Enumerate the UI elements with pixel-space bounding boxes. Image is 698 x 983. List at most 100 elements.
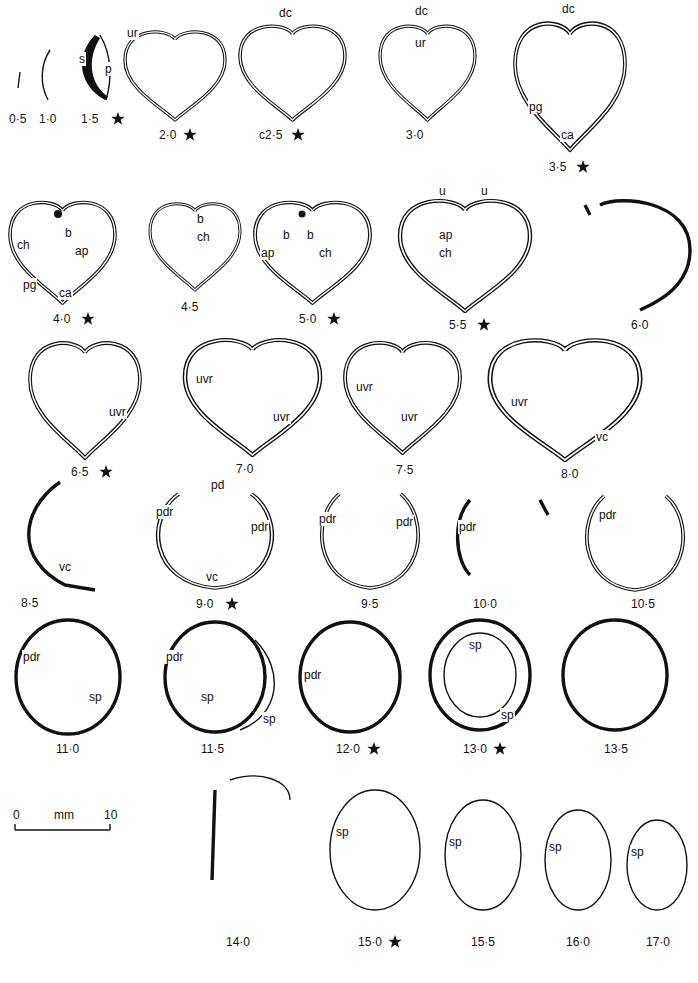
section-label: 10·0 — [472, 597, 498, 611]
section-label: pdr — [22, 650, 41, 664]
star-symbol — [327, 312, 340, 325]
section-label: sp — [262, 712, 277, 726]
section-outline — [322, 494, 418, 588]
section-outline — [445, 800, 521, 910]
star-symbol — [183, 128, 196, 141]
section-label: dc — [414, 4, 429, 18]
star-symbol — [367, 742, 380, 755]
section-outline — [240, 26, 345, 120]
section-outline — [400, 201, 530, 311]
section-label: ur — [126, 26, 139, 40]
section-label: 15·5 — [470, 935, 496, 949]
section-outline — [430, 620, 530, 730]
bulb-mark — [54, 210, 62, 218]
section-label: 4·0 — [52, 312, 71, 326]
section-label: pdr — [250, 520, 269, 534]
section-label: uvr — [272, 410, 291, 424]
section-outline — [30, 343, 140, 458]
section-label: pdr — [318, 512, 337, 526]
section-outline — [587, 496, 683, 590]
section-label: ch — [318, 246, 333, 260]
section-outline — [185, 340, 320, 455]
section-label: ca — [58, 286, 73, 300]
section-outline — [165, 622, 265, 732]
section-label: 5·0 — [298, 312, 317, 326]
section-label: 4·5 — [180, 300, 199, 314]
section-outline — [125, 32, 225, 120]
section-label: 14·0 — [225, 935, 251, 949]
section-label: b — [64, 226, 73, 240]
section-label: pdr — [458, 520, 477, 534]
section-outline — [600, 201, 690, 310]
section-label: 13·5 — [603, 742, 629, 756]
section-label: sp — [88, 690, 103, 704]
section-label: 1·0 — [38, 112, 57, 126]
section-label: sp — [630, 845, 645, 859]
section-label: pdr — [155, 505, 174, 519]
section-outline — [545, 810, 611, 910]
section-outline — [150, 204, 240, 290]
section-label: 6·0 — [630, 318, 649, 332]
section-outline — [16, 620, 120, 734]
section-label: ca — [560, 128, 575, 142]
section-label: uvr — [355, 380, 374, 394]
section-label: vc — [595, 430, 609, 444]
section-label: sp — [548, 840, 563, 854]
scale-bar — [109, 824, 110, 830]
section-label: b — [282, 228, 291, 242]
section-label: uvr — [108, 405, 127, 419]
section-label: ch — [438, 246, 453, 260]
scale-bar — [15, 829, 110, 830]
star-symbol — [388, 935, 401, 948]
star-symbol — [111, 112, 124, 125]
section-label: 10·5 — [630, 597, 656, 611]
section-outline — [490, 340, 640, 460]
section-label: b — [306, 228, 315, 242]
section-outline — [585, 205, 590, 215]
star-symbol — [99, 465, 112, 478]
section-label: s — [78, 52, 86, 66]
section-label: uvr — [195, 372, 214, 386]
section-label: 9·5 — [360, 597, 379, 611]
section-label: ch — [196, 230, 211, 244]
section-label: 2·0 — [158, 128, 177, 142]
section-label: 3·5 — [548, 160, 567, 174]
section-label: vc — [58, 560, 72, 574]
section-label: sp — [500, 708, 515, 722]
section-label: uvr — [510, 395, 529, 409]
section-label: vc — [205, 570, 219, 584]
section-label: pdr — [598, 508, 617, 522]
section-label: p — [104, 62, 113, 76]
section-label: 7·0 — [235, 462, 254, 476]
section-label: 3·0 — [405, 128, 424, 142]
section-outline — [18, 72, 20, 88]
section-label: mm — [53, 808, 75, 822]
section-label: ap — [438, 228, 453, 242]
section-label: pg — [22, 278, 37, 292]
bulb-mark — [299, 211, 306, 218]
section-label: sp — [200, 690, 215, 704]
section-outline — [458, 500, 470, 575]
section-outline — [330, 790, 420, 910]
section-label: ch — [16, 238, 31, 252]
star-symbol — [291, 128, 304, 141]
section-outline — [345, 343, 460, 453]
section-label: 7·5 — [395, 463, 414, 477]
section-label: 0·5 — [8, 112, 27, 126]
section-label: dc — [278, 6, 293, 20]
section-label: u — [480, 184, 489, 198]
section-label: 12·0 — [335, 742, 361, 756]
section-label: pd — [210, 478, 225, 492]
section-label: ap — [260, 246, 275, 260]
star-symbol — [81, 312, 94, 325]
section-label: dc — [561, 2, 576, 16]
section-outline — [444, 633, 516, 717]
star-symbol — [576, 160, 589, 173]
section-label: 17·0 — [645, 935, 671, 949]
section-label: pg — [528, 100, 543, 114]
section-label: 5·5 — [448, 318, 467, 332]
section-outline — [540, 500, 548, 515]
section-outline — [627, 820, 687, 910]
section-outline — [255, 202, 370, 303]
